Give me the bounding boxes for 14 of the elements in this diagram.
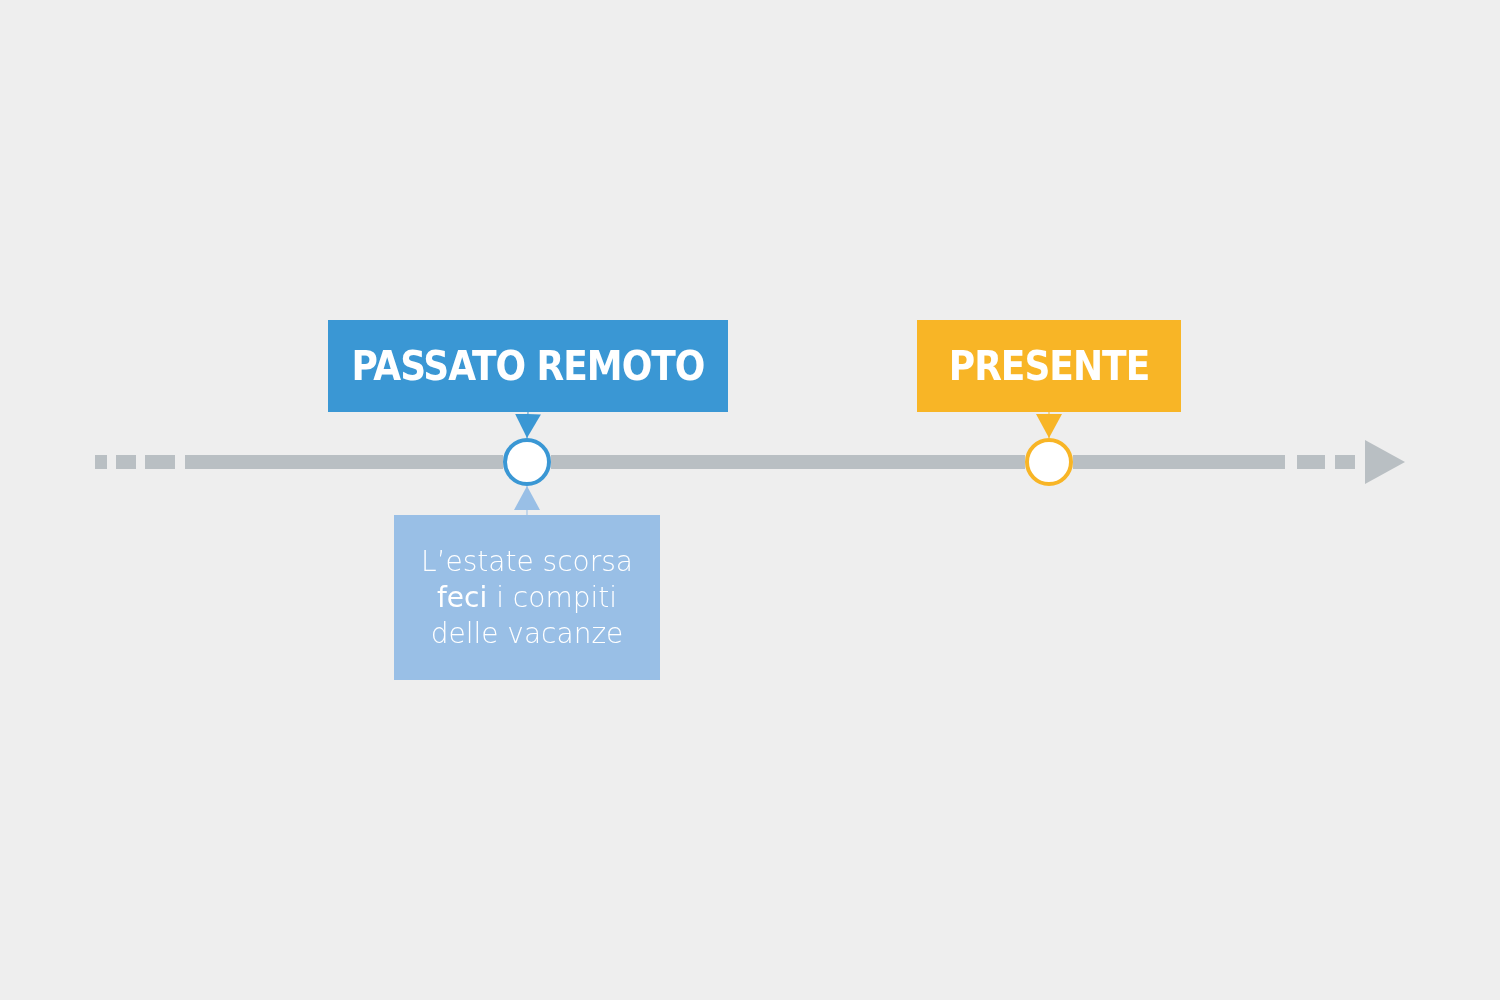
label-banner: [328, 320, 728, 412]
callout-pointer: [514, 411, 541, 439]
tense-label: PASSATO REMOTO: [351, 343, 705, 389]
callout-pointer: [514, 485, 540, 516]
example-sentence: L’estate scorsa feci i compiti delle vacanze: [420, 543, 634, 652]
timeline-point: [503, 438, 551, 486]
timeline-line: [95, 455, 503, 469]
timeline-point: [1025, 438, 1073, 486]
timeline-line: [551, 455, 1025, 469]
label-banner: [917, 320, 1181, 412]
tense-label: PRESENTE: [948, 343, 1150, 389]
timeline-arrow: [1073, 440, 1405, 484]
example-card: [394, 515, 660, 680]
callout-pointer: [1036, 411, 1062, 439]
